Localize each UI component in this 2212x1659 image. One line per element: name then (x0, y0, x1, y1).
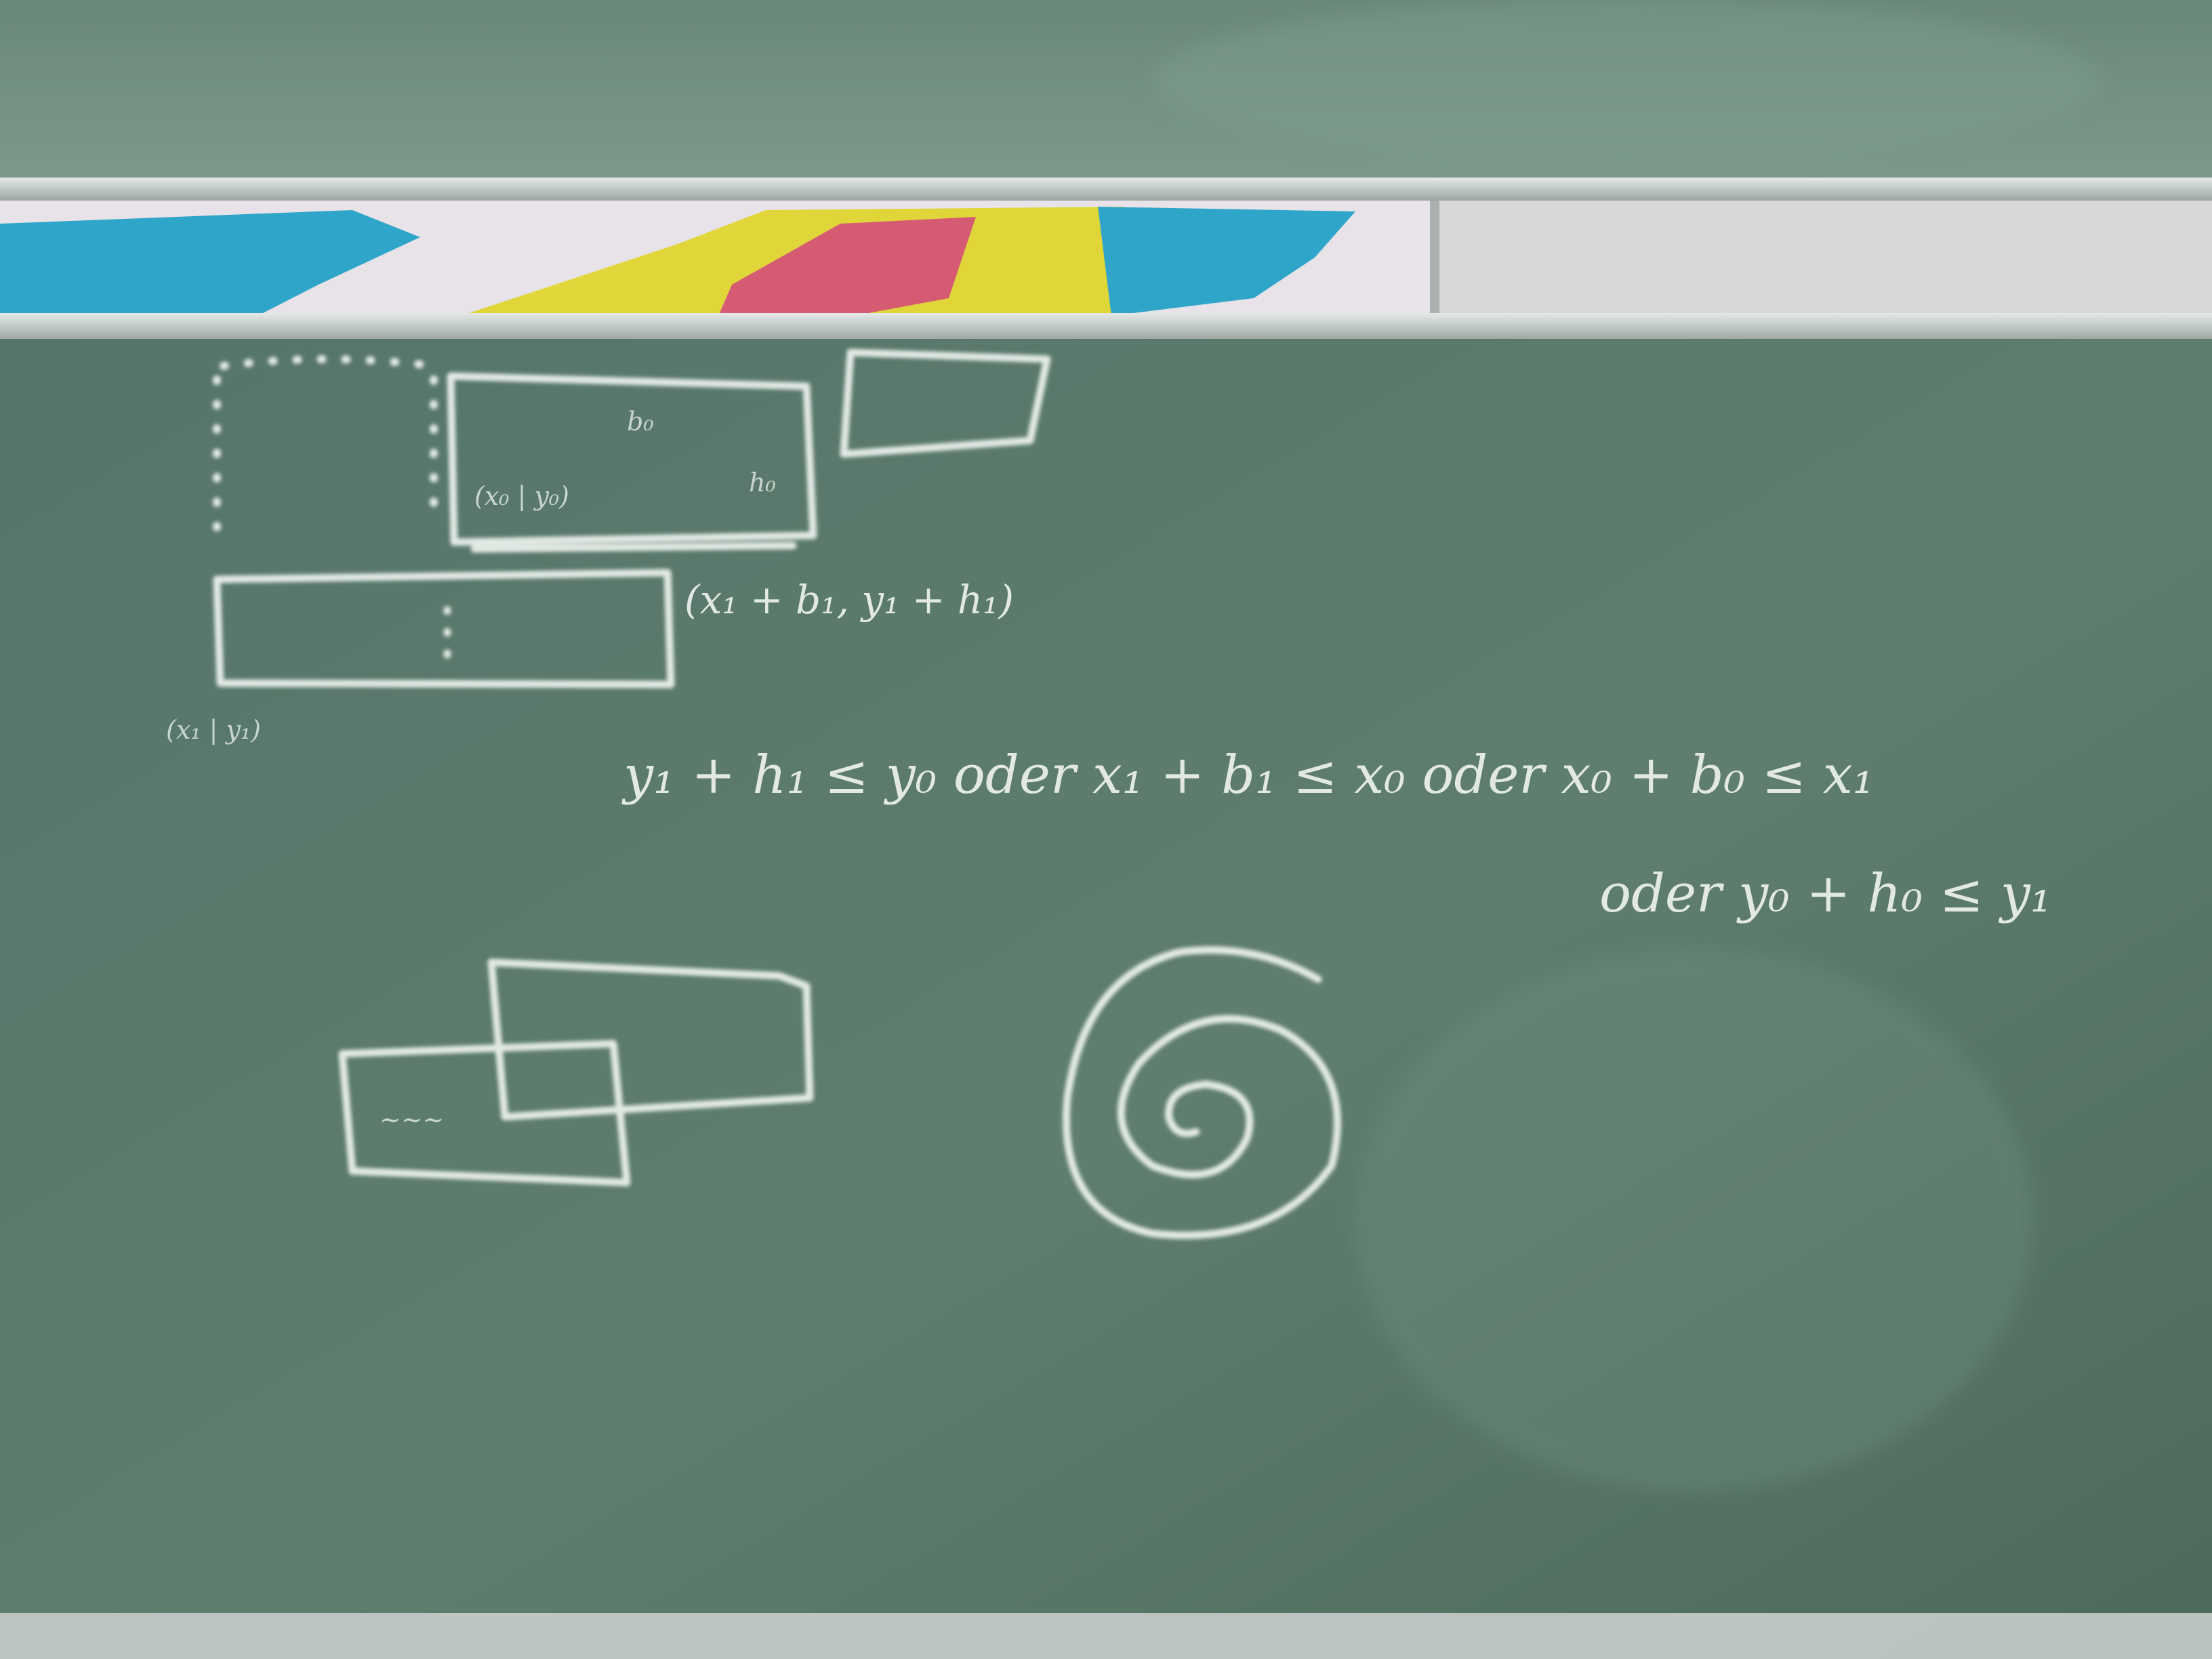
label-corner-r1: (x₁ | y₁) (166, 715, 261, 745)
equation-line-1: y₁ + h₁ ≤ y₀ oder x₁ + b₁ ≤ x₀ oder x₀ +… (621, 745, 1874, 806)
label-corner-r0: (x₀ | y₀) (474, 481, 569, 511)
label-corner-far: (x₁ + b₁, y₁ + h₁) (684, 577, 1014, 623)
rectangle-r0 (447, 372, 817, 546)
dotted-outline (213, 355, 438, 546)
connector-line (470, 541, 797, 553)
rectangle-r1 (213, 569, 675, 689)
overlap-rectangle-right (487, 958, 814, 1121)
middle-rail (0, 313, 2212, 340)
equation-line-2: oder y₀ + h₀ ≤ y₁ (1599, 863, 2051, 924)
smudge (1152, 0, 2101, 163)
overlap-rectangle-left (338, 1040, 631, 1187)
poster-strip (0, 201, 2212, 316)
label-b0: b₀ (627, 407, 654, 436)
glare (1355, 949, 2033, 1491)
small-quadrilateral (840, 348, 1051, 458)
spiral (1063, 946, 1341, 1240)
top-rail (0, 178, 2212, 201)
chalk-tray (0, 1613, 2212, 1659)
label-h0: h₀ (749, 468, 776, 497)
overlap-note: ~~~ (380, 1105, 445, 1134)
